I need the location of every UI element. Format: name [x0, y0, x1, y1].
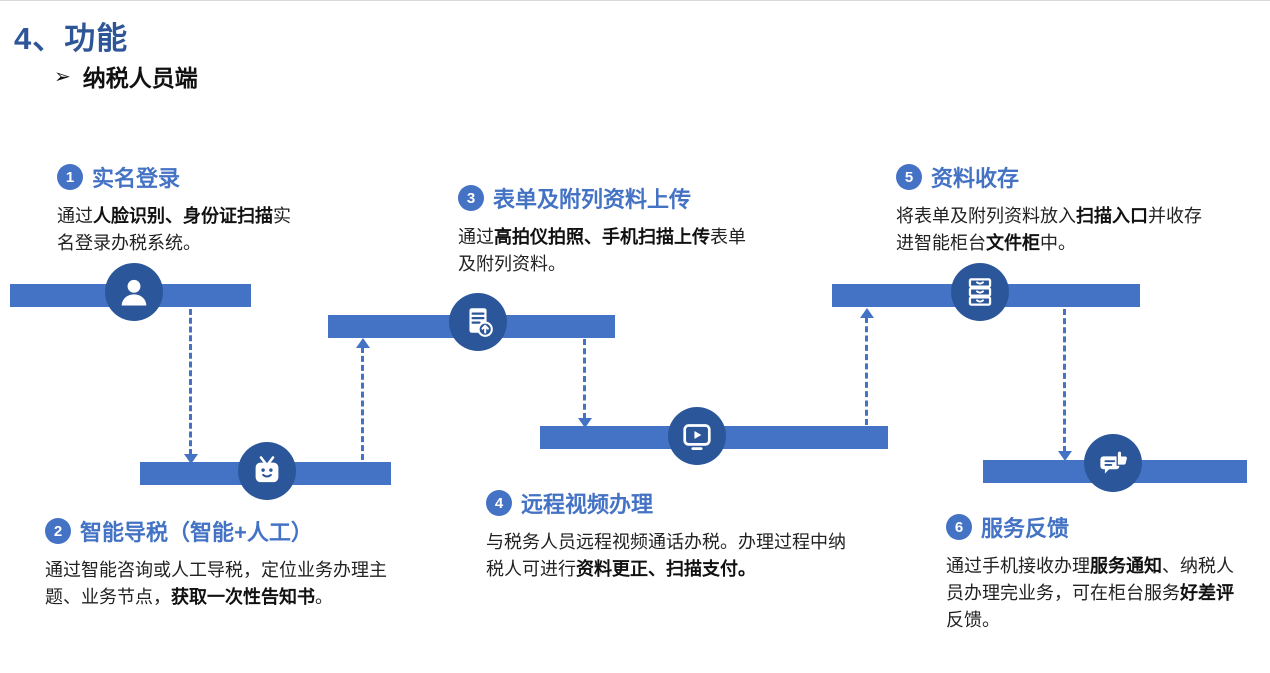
step-6-description: 通过手机接收办理服务通知、纳税人员办理完业务，可在柜台服务好差评反馈。	[946, 556, 1234, 630]
step-5-heading: 5 资料收存	[896, 161, 1218, 193]
user-icon	[121, 279, 147, 306]
step-2-title: 智能导税（智能+人工）	[80, 520, 313, 545]
arrow-bullet-icon: ➢	[54, 65, 71, 88]
arrow-step4-to-step5	[860, 308, 874, 425]
step-3-heading: 3 表单及附列资料上传	[458, 182, 758, 214]
step-4-description: 与税务人员远程视频通话办税。办理过程中纳税人可进行资料更正、扫描支付。	[486, 532, 846, 579]
page-title: 4、功能	[14, 21, 129, 56]
step-1-description: 通过人脸识别、身份证扫描实名登录办税系统。	[57, 206, 291, 253]
step-5-material-storage: 5 资料收存 将表单及附列资料放入扫描入口并收存进智能柜台文件柜中。	[896, 161, 1218, 257]
step-1-title: 实名登录	[92, 166, 181, 191]
step-3-form-upload: 3 表单及附列资料上传 通过高拍仪拍照、手机扫描上传表单及附列资料。	[458, 182, 758, 278]
step-3-description: 通过高拍仪拍照、手机扫描上传表单及附列资料。	[458, 227, 746, 274]
video-call-icon	[683, 424, 711, 450]
step-1-heading: 1 实名登录	[57, 161, 305, 193]
step-5-description: 将表单及附列资料放入扫描入口并收存进智能柜台文件柜中。	[896, 206, 1202, 253]
step-5-node	[951, 263, 1009, 321]
file-cabinet-icon	[968, 278, 992, 306]
step-2-description: 通过智能咨询或人工导税，定位业务办理主题、业务节点，获取一次性告知书。	[45, 560, 387, 607]
arrow-step3-to-step4	[578, 339, 592, 428]
step-1-number-badge: 1	[57, 164, 83, 190]
section-subtitle-label: 纳税人员端	[82, 65, 198, 91]
step-2-heading: 2 智能导税（智能+人工）	[45, 515, 407, 547]
step-5-number-badge: 5	[896, 164, 922, 190]
step-4-node	[668, 407, 726, 465]
step-6-service-feedback: 6 服务反馈 通过手机接收办理服务通知、纳税人员办理完业务，可在柜台服务好差评反…	[946, 511, 1246, 634]
step-4-number-badge: 4	[486, 490, 512, 516]
step-2-smart-tax-guide: 2 智能导税（智能+人工） 通过智能咨询或人工导税，定位业务办理主题、业务节点，…	[45, 515, 407, 611]
feedback-thumbs-up-icon	[1100, 450, 1129, 474]
step-6-heading: 6 服务反馈	[946, 511, 1246, 543]
arrow-step1-to-step2	[184, 309, 198, 464]
step-6-node	[1084, 434, 1142, 492]
step-4-remote-video: 4 远程视频办理 与税务人员远程视频通话办税。办理过程中纳税人可进行资料更正、扫…	[486, 487, 848, 583]
step-3-number-badge: 3	[458, 185, 484, 211]
document-upload-icon	[469, 308, 493, 337]
step-2-node	[238, 442, 296, 500]
step-5-title: 资料收存	[931, 166, 1020, 191]
section-subtitle: ➢ 纳税人员端	[54, 59, 198, 93]
step-6-number-badge: 6	[946, 514, 972, 540]
arrow-step2-to-step3	[356, 338, 370, 460]
arrow-step5-to-step6	[1058, 309, 1072, 461]
step-3-node	[449, 293, 507, 351]
step-1-node	[105, 263, 163, 321]
step-4-title: 远程视频办理	[521, 492, 654, 517]
step-3-title: 表单及附列资料上传	[493, 187, 692, 212]
step-4-heading: 4 远程视频办理	[486, 487, 848, 519]
robot-assistant-icon	[255, 456, 279, 483]
step-2-number-badge: 2	[45, 518, 71, 544]
step-6-title: 服务反馈	[981, 516, 1070, 541]
step-1-real-name-login: 1 实名登录 通过人脸识别、身份证扫描实名登录办税系统。	[57, 161, 305, 257]
